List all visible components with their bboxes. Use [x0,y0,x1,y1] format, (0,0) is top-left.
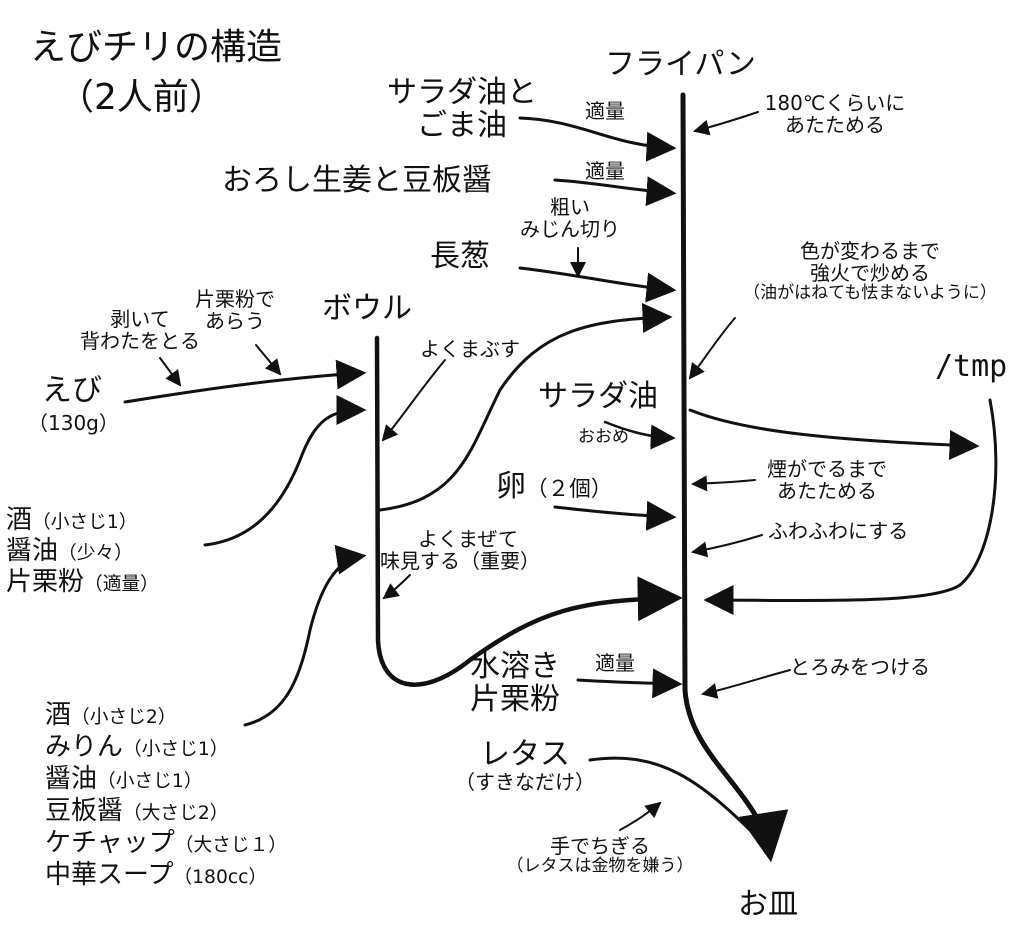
ingredient-shrimp: えび [42,373,102,408]
note-appropriate-ginger: 適量 [585,159,625,183]
note-fluffy: ふわふわにする [768,519,909,543]
marinade-item: 酒（小さじ1） [6,505,138,535]
note-pointer-color [688,317,736,380]
sauce-item: 醤油（小さじ1） [45,763,203,794]
node-tmp: /tmp [935,349,1008,384]
marinade-arrow [203,395,367,547]
note-pointer-thicken [701,669,791,699]
note-mix-taste: よくまぜて 味見する（重要） [380,527,540,573]
oil-arrow [518,116,677,162]
ingredient-starch-water-line1: 水溶き [470,649,560,684]
note-color-change: 色が変わるまで 強火で炒める （油がはねても怯まないように） [743,239,997,303]
egg-arrow [553,500,677,531]
note-pointer-tear [619,801,662,831]
bowl-to-pan-arrow [378,302,673,512]
ingredient-lettuce-qty: （すきなだけ） [455,770,595,794]
node-plate: お皿 [738,887,798,922]
ingredient-shrimp-qty: （130g） [28,411,119,435]
sauce-item: 豆板醤（大さじ2） [45,795,229,826]
marinade-item: 醤油（少々） [6,536,133,567]
ingredient-egg-qty: （２個） [526,477,613,502]
ginger-arrow [553,176,677,207]
note-pointer-coat [381,359,446,442]
ingredient-oil-sesame-line1: サラダ油と [387,75,537,110]
note-coat-well: よくまぶす [420,337,520,361]
note-appropriate-oil: 適量 [585,99,625,123]
title-line2: （2人前） [58,77,225,118]
note-pointer-peel [159,357,182,387]
note-pointer-heat180 [693,111,759,136]
starch-water-arrow [576,668,683,699]
ingredient-oil-sesame: サラダ油と ごま油 [372,76,552,142]
tmp-to-pan-arrow [703,398,998,616]
sauce-item: 中華スープ（180cc） [45,859,268,890]
note-plenty: おおめ [578,427,629,447]
ingredient-lettuce: レタス （すきなだけ） [430,738,620,793]
node-pan: フライパン [605,47,756,82]
ingredient-ginger-doubanjiang: おろし生姜と豆板醤 [222,163,492,198]
marinade-item: 片栗粉（適量） [6,567,159,598]
note-peel: 剥いて 背わたをとる [80,307,200,353]
salad-oil-arrow [603,420,676,450]
note-pointer-mix [382,574,411,600]
sauce-arrow [243,544,367,727]
ingredient-starch-water-line2: 片栗粉 [470,682,560,717]
shrimp-arrow [123,359,367,404]
note-heat-180: 180℃くらいに あたためる [764,91,906,137]
note-smoke: 煙がでるまで あたためる [767,457,887,503]
ingredient-lettuce-name: レタス [480,737,570,772]
note-pointer-smoke [691,475,756,492]
sauce-list: 酒（小さじ2） みりん（小さじ1） 醤油（小さじ1） 豆板醤（大さじ2） ケチャ… [45,700,287,892]
lettuce-arrow [588,756,762,842]
ingredient-starch-water: 水溶き 片栗粉 [455,650,575,716]
ingredient-egg: 卵（２個） [496,470,612,503]
note-pointer-starch [255,344,282,376]
pan-line [680,92,789,863]
ingredient-green-onion: 長葱 [430,239,490,274]
pan-to-tmp-arrow [688,408,980,461]
note-starch-wash: 片栗粉で あらう [195,287,275,333]
note-thicken: とろみをつける [790,655,930,679]
marinade-list: 酒（小さじ1） 醤油（少々） 片栗粉（適量） [6,505,159,599]
green-onion-arrow [518,266,677,303]
ingredient-egg-name: 卵 [496,469,526,504]
ingredient-salad-oil: サラダ油 [538,379,658,414]
title-line1: えびチリの構造 [30,27,283,68]
bowl-line [374,335,683,687]
sauce-item: みりん（小さじ1） [45,731,229,762]
ingredient-oil-sesame-line2: ごま油 [417,108,507,143]
note-tear: 手でちぎる （レタスは金物を嫌う） [506,834,694,876]
note-coarse-mince: 粗い みじん切り [520,195,620,241]
note-pointer-fluffy [691,534,763,558]
sauce-item: ケチャップ（大さじ１） [45,827,287,858]
node-bowl: ボウル [322,291,412,326]
note-appropriate-starch: 適量 [595,651,635,675]
sauce-item: 酒（小さじ2） [45,700,177,730]
